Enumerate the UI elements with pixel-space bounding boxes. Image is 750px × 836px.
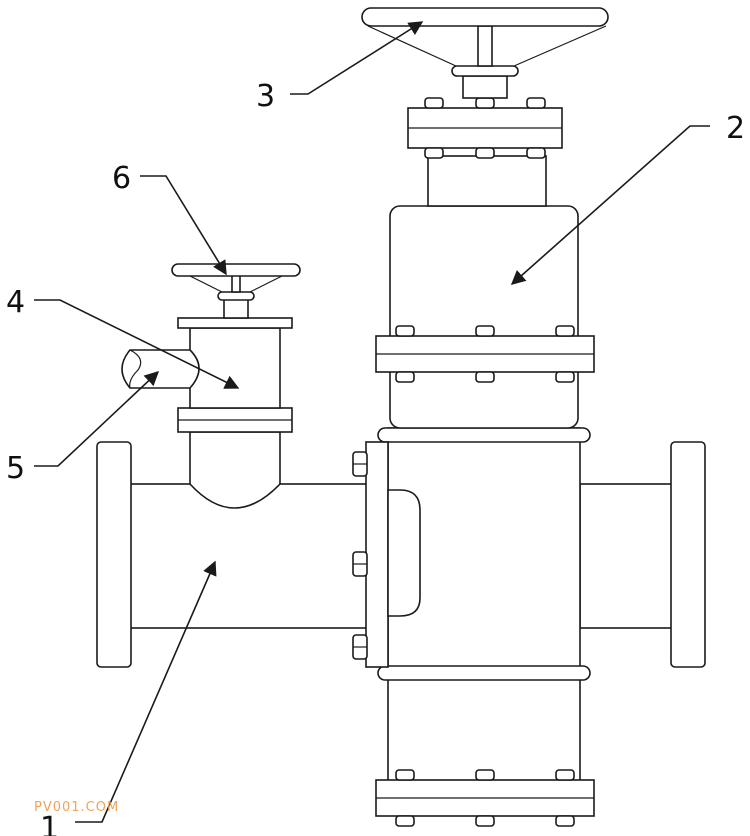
- callout-1: 1: [40, 811, 59, 836]
- watermark: PV001.COM: [34, 800, 120, 815]
- callout-5: 5: [6, 451, 25, 486]
- flange-nuts: [395, 97, 575, 827]
- callout-3: 3: [256, 79, 275, 114]
- side-flange-bolts: [352, 451, 368, 660]
- valve-body-cylinder: [365, 107, 595, 817]
- callout-4: 4: [6, 285, 25, 320]
- callout-6: 6: [112, 161, 131, 196]
- main-pipe: [96, 441, 706, 668]
- leader-lines: [34, 21, 710, 823]
- side-nozzle: [121, 349, 200, 389]
- branch-handwheel: [171, 263, 301, 319]
- branch-valve: [177, 317, 293, 509]
- callout-2: 2: [726, 111, 745, 146]
- main-handwheel: [361, 7, 609, 99]
